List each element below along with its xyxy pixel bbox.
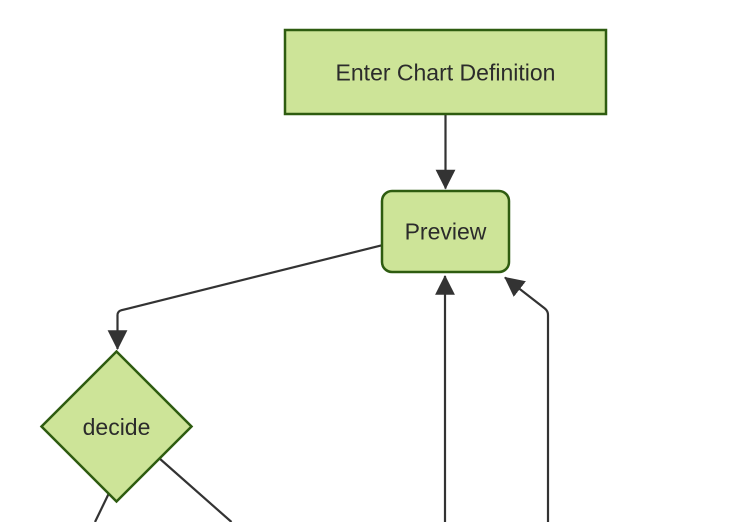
edge-preview-to-decide [107, 242, 390, 350]
edge-decide-to-offscreen-left [94, 490, 111, 522]
node-enter-chart-definition-label: Enter Chart Definition [336, 60, 556, 86]
edge-offscreen-right-to-preview [504, 276, 550, 522]
node-enter-chart-definition: Enter Chart Definition [283, 28, 608, 116]
node-preview-label: Preview [405, 219, 487, 245]
node-enter-chart-definition-shape [283, 28, 608, 116]
node-preview: Preview [380, 189, 511, 274]
node-decide: decide [39, 349, 194, 504]
node-decide-shape [39, 349, 194, 504]
node-preview-shape [380, 189, 511, 274]
edge-decide-to-offscreen-right [154, 453, 233, 522]
edge-layer [94, 114, 550, 522]
node-decide-label: decide [83, 414, 151, 440]
